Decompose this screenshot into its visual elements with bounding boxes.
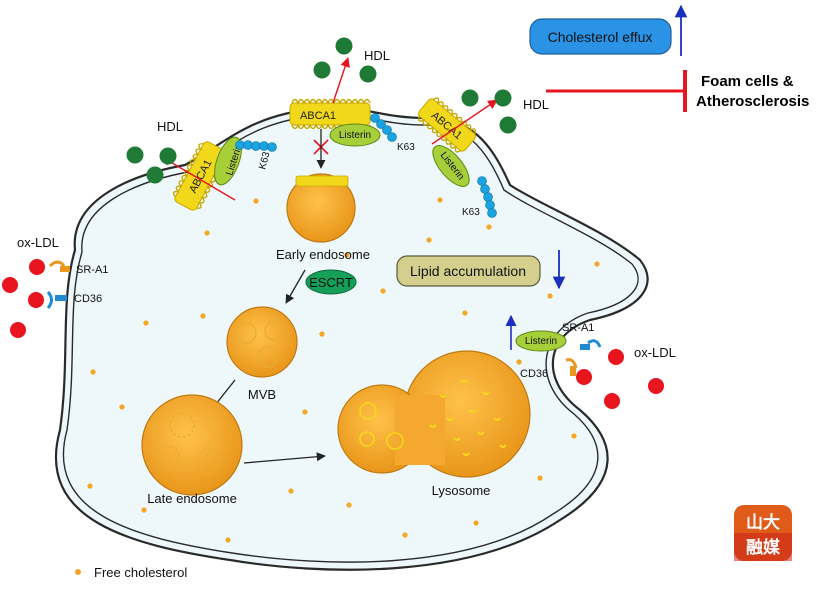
escrt-complex xyxy=(305,269,357,295)
early-endosome xyxy=(286,173,356,243)
cd36-receptor-left xyxy=(46,291,67,309)
listerin-left xyxy=(214,136,242,186)
lysosome xyxy=(337,350,531,478)
listerin-top-label: Listerin xyxy=(339,130,371,141)
legend-free-cholesterol-dot xyxy=(75,569,81,575)
watermark-logo: 山大 融媒 xyxy=(734,505,792,561)
cd36-right-label: CD36 xyxy=(520,368,548,380)
ox-ldl-particles-left xyxy=(2,259,45,338)
late-endosome xyxy=(141,394,243,496)
early-endosome-label: Early endosome xyxy=(276,247,370,262)
foam-cells-label-line1: Foam cells & xyxy=(701,73,794,90)
sr-a1-left-label: SR-A1 xyxy=(76,264,108,276)
efflux-arrow-top xyxy=(332,57,350,104)
mvb-vesicle xyxy=(226,306,298,378)
k63-chain-left xyxy=(235,140,277,152)
hdl-right-label: HDL xyxy=(523,97,549,112)
arrow-to-mvb xyxy=(285,269,306,304)
cd36-left-label: CD36 xyxy=(74,293,102,305)
sr-a1-receptor-left xyxy=(48,260,70,272)
legend-free-cholesterol-label: Free cholesterol xyxy=(94,565,187,580)
lipid-accumulation-box xyxy=(396,255,541,287)
efflux-arrow-right xyxy=(431,99,498,145)
efflux-arrow-left xyxy=(161,156,236,201)
k63-left-label: K63 xyxy=(257,150,272,170)
ox-ldl-right-label: ox-LDL xyxy=(634,345,676,360)
hdl-left-label: HDL xyxy=(157,119,183,134)
late-endosome-label: Late endosome xyxy=(147,491,237,506)
listerin-right xyxy=(432,145,470,187)
cholesterol-efflux-label: Cholesterol effux xyxy=(548,29,653,45)
sr-a1-right-label: SR-A1 xyxy=(562,322,594,334)
free-cholesterol-dots xyxy=(87,132,600,543)
listerin-low xyxy=(515,330,567,352)
watermark-line2: 融媒 xyxy=(746,537,781,558)
abca1-left-complex: ABCA1 Listerin K63 xyxy=(161,136,277,211)
abca1-right-complex: ABCA1 Listerin K63 xyxy=(418,97,498,218)
escrt-label: ESCRT xyxy=(309,275,353,290)
arrow-to-lysosome xyxy=(243,452,326,464)
foam-cells-label-line2: Atherosclerosis xyxy=(696,93,809,110)
mvb-label: MVB xyxy=(248,387,276,402)
lipid-accumulation-label: Lipid accumulation xyxy=(410,263,526,279)
k63-top-label: K63 xyxy=(397,142,415,153)
cholesterol-efflux-box xyxy=(529,18,672,55)
k63-chain-right xyxy=(477,176,497,218)
hdl-particles xyxy=(126,37,517,184)
listerin-top xyxy=(329,123,381,147)
listerin-low-label: Listerin xyxy=(525,336,557,347)
ox-ldl-left-label: ox-LDL xyxy=(17,235,59,250)
k63-right-label: K63 xyxy=(462,207,480,218)
abca1-top-complex: ABCA1 Listerin K63 xyxy=(289,57,415,169)
watermark-line1: 山大 xyxy=(746,512,780,533)
abca1-top-label: ABCA1 xyxy=(300,110,336,122)
cd36-receptor-right xyxy=(565,358,578,376)
ox-ldl-particles-right xyxy=(576,349,664,409)
k63-chain-top xyxy=(370,113,397,142)
lysosome-label: Lysosome xyxy=(432,483,491,498)
abca1-right xyxy=(418,98,476,152)
sr-a1-receptor-right xyxy=(580,339,602,350)
hdl-top-label: HDL xyxy=(364,48,390,63)
abca1-top xyxy=(289,102,371,126)
